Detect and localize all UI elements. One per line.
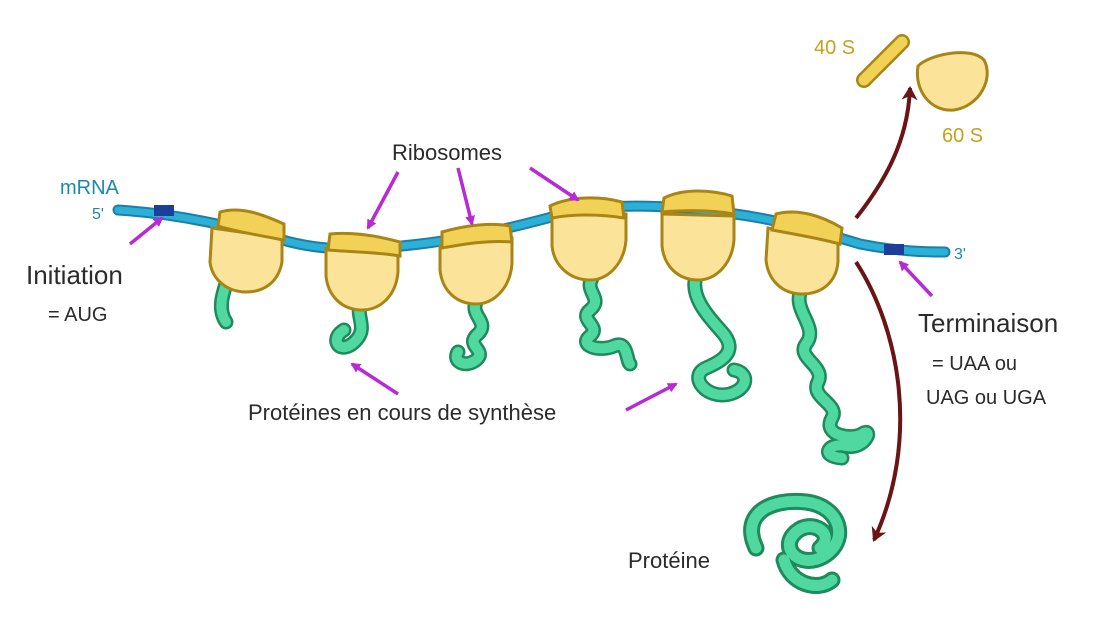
three-prime-label: 3': [954, 246, 966, 263]
five-prime-label: 5': [92, 206, 104, 223]
pointer-arrow: [128, 216, 164, 246]
dissociation-arrow: [854, 86, 918, 220]
ribosome: [438, 222, 514, 372]
terminaison-label: Terminaison: [918, 308, 1058, 338]
subunit-40s-shape: [856, 34, 910, 88]
start-codon-mark: [154, 205, 174, 216]
proteine-label: Protéine: [628, 548, 710, 573]
pointer-arrows: [128, 166, 934, 412]
ribosome: [548, 196, 638, 372]
pointer-arrow: [625, 382, 678, 412]
ribosomes-label: Ribosomes: [392, 140, 502, 165]
initiation-codon-label: = AUG: [48, 304, 107, 326]
stop-codon-mark: [884, 244, 904, 255]
pointer-arrow: [350, 362, 399, 396]
ribosome: [660, 189, 753, 403]
released-protein: [743, 492, 848, 594]
pointer-arrow: [366, 171, 400, 230]
pointer-arrow: [456, 167, 475, 226]
stop-codons-label-2: UAG ou UGA: [926, 387, 1047, 409]
proteines-synthese-label: Protéines en cours de synthèse: [248, 400, 556, 425]
subunit-60s-label: 60 S: [942, 125, 983, 147]
release-arrow: [854, 260, 903, 542]
subunit-60s-shape: [915, 51, 989, 112]
subunit-40s-label: 40 S: [814, 37, 855, 59]
mrna-label: mRNA: [60, 177, 120, 199]
initiation-label: Initiation: [26, 260, 123, 290]
ribosome: [324, 232, 402, 355]
pointer-arrow: [529, 166, 580, 202]
ribosome: [208, 208, 286, 330]
pointer-arrow: [898, 260, 934, 298]
stop-codons-label-1: = UAA ou: [932, 353, 1017, 375]
ribosome: [764, 210, 875, 466]
ribosome-group: [208, 189, 875, 466]
